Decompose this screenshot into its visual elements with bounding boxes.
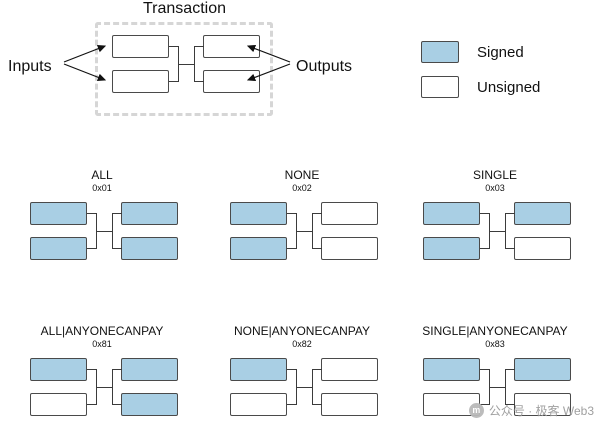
- panel-all-acp-output-link-2: [112, 404, 122, 405]
- panel-all-input-1: [30, 202, 87, 225]
- panel-none-acp-input-link-2: [287, 404, 297, 405]
- panel-hex-all-anyonecanpay: 0x81: [92, 339, 112, 349]
- inputs-arrows: [62, 38, 114, 88]
- panel-none-output-1: [321, 202, 378, 225]
- panel-single-output-link-1: [505, 213, 515, 214]
- panel-single-input-2: [423, 237, 480, 260]
- transaction-input-link-2: [169, 81, 179, 82]
- panel-none-output-link-1: [312, 213, 322, 214]
- panel-single-acp-input-link-2: [480, 404, 490, 405]
- panel-all-acp-input-link-2: [87, 404, 97, 405]
- panel-all-acp-input-link-1: [87, 369, 97, 370]
- outputs-arrows: [236, 38, 292, 88]
- inputs-label: Inputs: [8, 58, 52, 75]
- panel-all-input-link-2: [87, 248, 97, 249]
- transaction-output-link-2: [194, 81, 204, 82]
- panel-single-output-1: [514, 202, 571, 225]
- panel-hex-all: 0x01: [92, 183, 112, 193]
- panel-single-input-1: [423, 202, 480, 225]
- watermark-badge-icon: m: [468, 403, 484, 418]
- panel-all-input-link-1: [87, 213, 97, 214]
- panel-all-acp-output-link-1: [112, 369, 122, 370]
- panel-none-output-2: [321, 237, 378, 260]
- panel-none-center-link: [296, 231, 313, 232]
- panel-title-none-anyonecanpay: NONE|ANYONECANPAY: [233, 324, 371, 338]
- panel-none-input-link-1: [287, 213, 297, 214]
- panel-none-acp-output-2: [321, 393, 378, 416]
- panel-none-acp-output-1: [321, 358, 378, 381]
- panel-title-single-anyonecanpay: SINGLE|ANYONECANPAY: [422, 324, 568, 338]
- transaction-input-box-2: [112, 70, 169, 93]
- panel-single-output-link-2: [505, 248, 515, 249]
- panel-none-acp-input-2: [230, 393, 287, 416]
- panel-single-acp-center-link: [489, 387, 506, 388]
- panel-all-input-2: [30, 237, 87, 260]
- panel-none-acp-output-link-2: [312, 404, 322, 405]
- panel-all-output-1: [121, 202, 178, 225]
- panel-single-acp-output-link-2: [505, 404, 515, 405]
- panel-hex-single-anyonecanpay: 0x83: [485, 339, 505, 349]
- panel-hex-none: 0x02: [292, 183, 312, 193]
- panel-title-all: ALL: [91, 168, 113, 182]
- panel-none-acp-input-1: [230, 358, 287, 381]
- panel-all-output-link-2: [112, 248, 122, 249]
- panel-all-acp-output-1: [121, 358, 178, 381]
- watermark-text: 公众号 · 极客 Web3: [488, 404, 594, 418]
- legend-signed-label: Signed: [477, 44, 524, 61]
- panel-all-output-link-1: [112, 213, 122, 214]
- panel-single-input-link-2: [480, 248, 490, 249]
- outputs-label: Outputs: [296, 58, 353, 75]
- watermark: m 公众号 · 极客 Web3: [468, 402, 594, 419]
- panel-title-none: NONE: [284, 168, 320, 182]
- panel-all-acp-input-2: [30, 393, 87, 416]
- transaction-center-link: [178, 64, 195, 65]
- panel-hex-none-anyonecanpay: 0x82: [292, 339, 312, 349]
- panel-none-input-1: [230, 202, 287, 225]
- panel-single-acp-output-1: [514, 358, 571, 381]
- transaction-group-outline: [95, 22, 273, 116]
- panel-none-acp-input-link-1: [287, 369, 297, 370]
- panel-single-acp-input-1: [423, 358, 480, 381]
- panel-all-output-2: [121, 237, 178, 260]
- transaction-input-box-1: [112, 35, 169, 58]
- transaction-output-link-1: [194, 46, 204, 47]
- panel-title-all-anyonecanpay: ALL|ANYONECANPAY: [40, 324, 164, 338]
- panel-none-input-link-2: [287, 248, 297, 249]
- panel-all-acp-center-link: [96, 387, 113, 388]
- panel-all-center-link: [96, 231, 113, 232]
- panel-all-acp-input-1: [30, 358, 87, 381]
- panel-title-single: SINGLE: [472, 168, 517, 182]
- legend-signed-swatch: [421, 41, 459, 63]
- panel-single-acp-input-link-1: [480, 369, 490, 370]
- panel-none-acp-output-link-1: [312, 369, 322, 370]
- transaction-input-link-1: [169, 46, 179, 47]
- panel-hex-single: 0x03: [485, 183, 505, 193]
- panel-none-input-2: [230, 237, 287, 260]
- transaction-title: Transaction: [143, 0, 226, 17]
- panel-none-output-link-2: [312, 248, 322, 249]
- panel-single-output-2: [514, 237, 571, 260]
- panel-single-input-link-1: [480, 213, 490, 214]
- panel-none-acp-center-link: [296, 387, 313, 388]
- legend-unsigned-swatch: [421, 76, 459, 98]
- panel-single-acp-output-link-1: [505, 369, 515, 370]
- panel-all-acp-output-2: [121, 393, 178, 416]
- legend-unsigned-label: Unsigned: [477, 79, 541, 96]
- panel-single-center-link: [489, 231, 506, 232]
